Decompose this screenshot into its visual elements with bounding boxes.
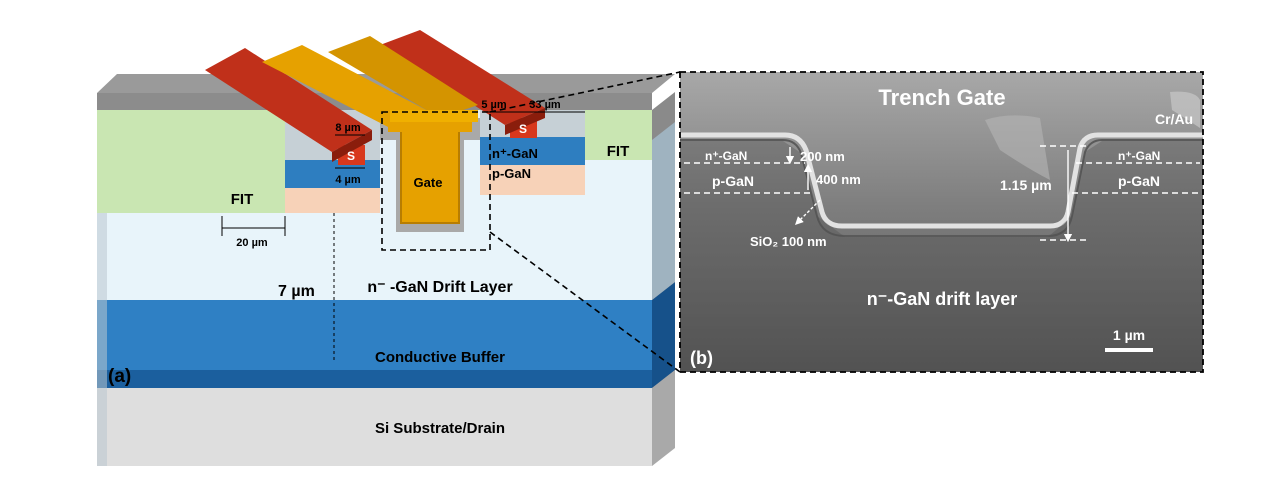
- panel-b-sem: Trench Gate Cr/Au n⁺-GaN n⁺-GaN p-GaN p-…: [679, 71, 1204, 373]
- fit-right: [585, 110, 652, 160]
- n-plus-right-label: n⁺-GaN: [1118, 149, 1160, 163]
- arrow-sio2: [795, 199, 821, 225]
- panel-b-title: Trench Gate: [878, 85, 1005, 110]
- substrate-label: Si Substrate/Drain: [375, 420, 505, 437]
- fit-left-label: FIT: [231, 191, 254, 208]
- drift-layer-label-sem: n⁻-GaN drift layer: [867, 289, 1018, 309]
- dim-200nm-label: 200 nm: [800, 149, 845, 164]
- panel-b-frame: [679, 71, 1204, 373]
- fit-left: [97, 110, 285, 213]
- panel-a-label: (a): [108, 366, 131, 387]
- zoom-box: [381, 111, 491, 251]
- n-plus-right: [480, 137, 585, 165]
- n-plus-left: [285, 160, 380, 188]
- dim-4um-label: 4 µm: [335, 174, 361, 186]
- gate-strip-left: [262, 45, 430, 128]
- dim-20um-label: 20 µm: [236, 237, 268, 249]
- n-plus-label: n⁺-GaN: [492, 146, 538, 161]
- side-face-buffer: [652, 282, 675, 388]
- gate-metal: [388, 110, 472, 222]
- sio2-label: SiO₂ 100 nm: [750, 234, 827, 249]
- conductive-buffer: [97, 300, 652, 370]
- dim-33um-label: 33 µm: [529, 99, 561, 111]
- source-strip-left: [205, 48, 372, 152]
- p-gan-label: p-GaN: [492, 166, 531, 181]
- scale-bar: [1105, 348, 1153, 352]
- dim-5um-label: 5 µm: [481, 99, 507, 111]
- scale-label: 1 µm: [1113, 327, 1145, 343]
- dim-7um-label: 7 µm: [278, 283, 315, 300]
- dim-8um-label: 8 µm: [335, 122, 361, 134]
- gate-strip-right: [328, 36, 478, 118]
- n-plus-left-label: n⁺-GaN: [705, 149, 747, 163]
- source-right-label: S: [519, 122, 527, 136]
- gate-label: Gate: [414, 175, 443, 190]
- si-substrate: [97, 388, 652, 466]
- panel-b-label: (b): [690, 348, 713, 368]
- sem-background: [680, 72, 1203, 372]
- trench-profile: [680, 132, 1203, 229]
- p-gan-left-label: p-GaN: [712, 173, 754, 189]
- fit-right-label: FIT: [607, 143, 630, 160]
- side-face-substrate: [652, 370, 675, 466]
- dim-115um-label: 1.15 µm: [1000, 177, 1052, 193]
- buffer-lower: [97, 370, 652, 388]
- dim-400nm-label: 400 nm: [816, 172, 861, 187]
- p-gan-right-label: p-GaN: [1118, 173, 1160, 189]
- p-gan-right: [480, 160, 585, 195]
- side-face-drift: [652, 122, 675, 300]
- drift-layer-label: n⁻ -GaN Drift Layer: [367, 279, 512, 296]
- source-strip-right: [380, 30, 545, 125]
- zoom-connector-top: [489, 71, 681, 113]
- buffer-label: Conductive Buffer: [375, 349, 505, 366]
- source-left-label: S: [347, 149, 355, 163]
- cr-au-label: Cr/Au: [1155, 111, 1193, 127]
- panel-a-device: FIT FIT S S Gate n⁺-GaN p-GaN 8 µm 4 µm …: [97, 30, 675, 466]
